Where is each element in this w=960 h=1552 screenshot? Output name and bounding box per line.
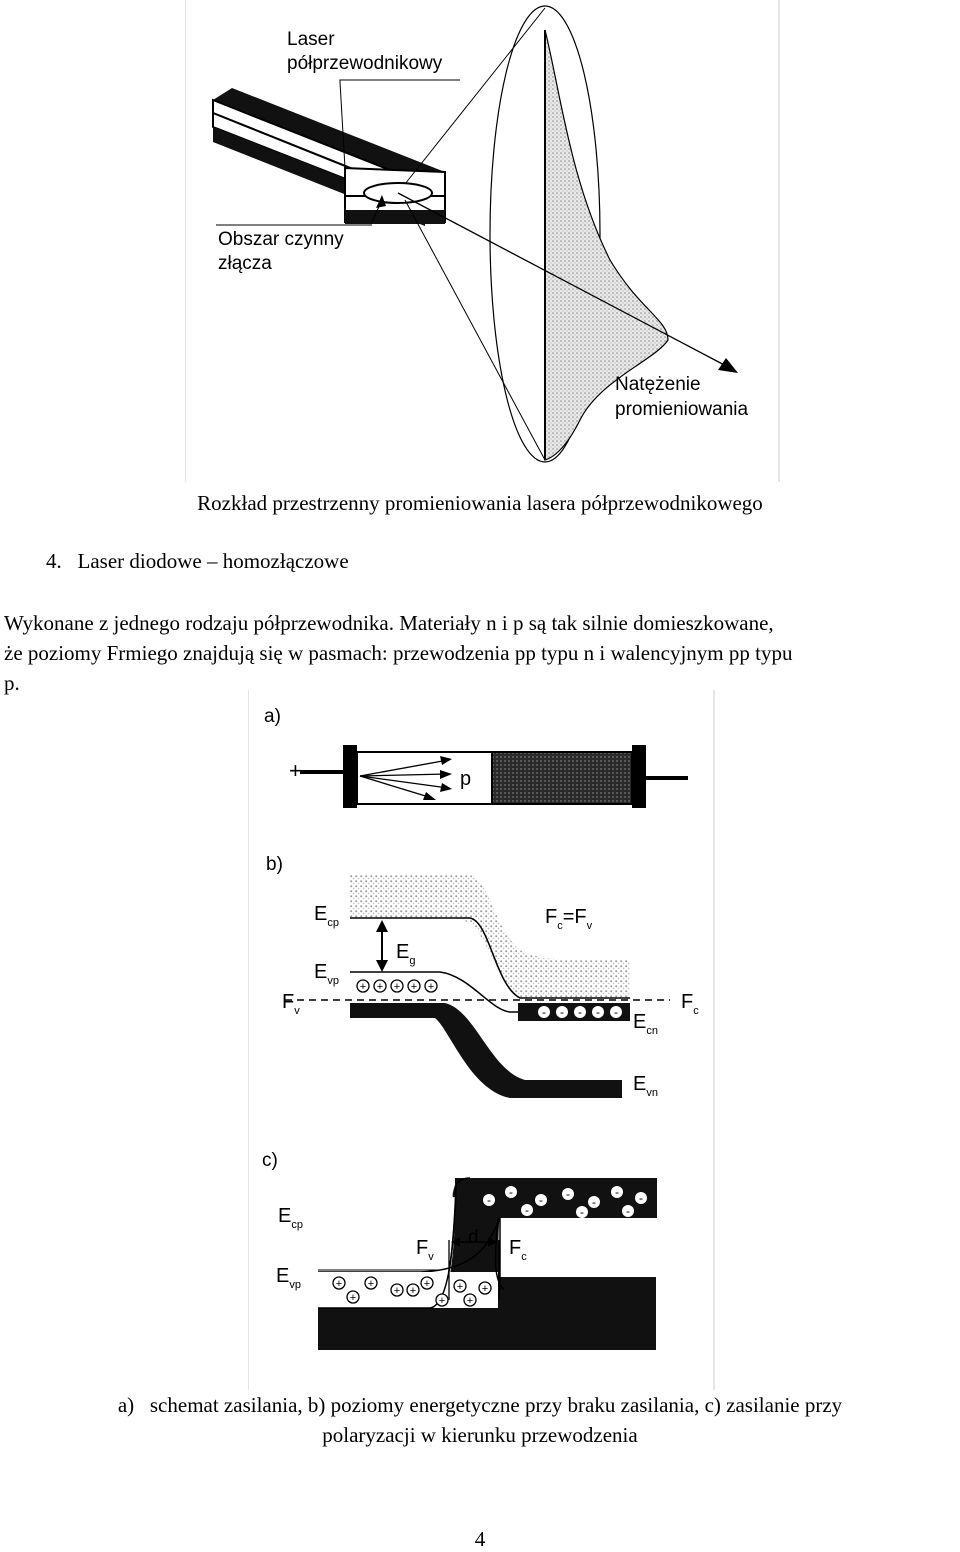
hole-symbol: + bbox=[394, 981, 400, 993]
electron-symbol: - bbox=[566, 1187, 570, 1201]
hole-symbol: + bbox=[482, 1283, 488, 1295]
hole-symbol: + bbox=[428, 981, 434, 993]
panel-a: a) + p bbox=[264, 706, 688, 808]
figure-caption-2: a) schemat zasilania, b) poziomy energet… bbox=[0, 1390, 960, 1450]
hole-symbol: + bbox=[467, 1295, 473, 1307]
hole-symbol: + bbox=[394, 1285, 400, 1297]
hole-symbol: + bbox=[411, 981, 417, 993]
c-holes: + + + + + + + + + + bbox=[332, 1276, 492, 1307]
beam-cone bbox=[397, 5, 738, 463]
hole-symbol: + bbox=[457, 1281, 463, 1293]
panel-b: b) + + + + + - - - bbox=[266, 854, 699, 1099]
page-number: 4 bbox=[474, 1527, 486, 1551]
F-c-label: Fc bbox=[681, 991, 699, 1017]
F-v-label: Fv bbox=[282, 991, 300, 1017]
electron-symbol: - bbox=[578, 1005, 582, 1019]
hole-symbol: + bbox=[410, 1285, 416, 1297]
electron-symbol: - bbox=[539, 1193, 543, 1207]
E-cp-label-c: Ecp bbox=[278, 1205, 303, 1231]
electron-symbol: - bbox=[596, 1005, 600, 1019]
Fc-equals-Fv-label: Fc=Fv bbox=[545, 906, 593, 932]
electron-symbol: - bbox=[560, 1005, 564, 1019]
b-electrons: - - - - - bbox=[538, 1005, 622, 1019]
intensity-label-line2: promieniowania bbox=[615, 399, 749, 420]
electron-symbol: - bbox=[542, 1005, 546, 1019]
electron-symbol: - bbox=[639, 1191, 643, 1205]
electron-symbol: - bbox=[509, 1185, 513, 1199]
caption2-line-2: polaryzacji w kierunku przewodzenia bbox=[322, 1423, 638, 1447]
hole-symbol: + bbox=[368, 1278, 374, 1290]
E-cp-label: Ecp bbox=[314, 903, 339, 929]
p-region-label: p bbox=[460, 768, 471, 790]
caption2-line-1: a) schemat zasilania, b) poziomy energet… bbox=[117, 1393, 843, 1417]
panel-b-label: b) bbox=[266, 854, 283, 875]
active-region-label-line1: Obszar czynny bbox=[218, 229, 344, 250]
panel-c: c) d + + + + + bbox=[262, 1150, 657, 1350]
paragraph-line-3: p. bbox=[4, 671, 20, 695]
plus-terminal: + bbox=[289, 758, 302, 783]
laser-label-line2: półprzewodnikowy bbox=[287, 53, 443, 74]
hole-symbol: + bbox=[377, 981, 383, 993]
laser-bar bbox=[212, 88, 446, 226]
E-vp-label-c: Evp bbox=[276, 1265, 301, 1291]
active-region-label-line2: złącza bbox=[218, 253, 272, 274]
laser-label-line1: Laser bbox=[287, 29, 335, 50]
electron-symbol: - bbox=[592, 1195, 596, 1209]
hole-symbol: + bbox=[424, 1278, 430, 1290]
E-cn-label: Ecn bbox=[633, 1011, 658, 1037]
section-heading: 4. Laser diodowe – homozłączowe bbox=[46, 549, 349, 573]
electron-symbol: - bbox=[626, 1204, 630, 1218]
c-electrons: - - - - - - - - - - bbox=[483, 1185, 647, 1219]
electron-symbol: - bbox=[487, 1193, 491, 1207]
hole-symbol: + bbox=[350, 1292, 356, 1304]
paragraph: Wykonane z jednego rodzaju półprzewodnik… bbox=[4, 608, 959, 698]
figure-caption-1: Rozkład przestrzenny promieniowania lase… bbox=[197, 491, 763, 515]
electron-symbol: - bbox=[614, 1005, 618, 1019]
electron-symbol: - bbox=[580, 1205, 584, 1219]
b-holes: + + + + + bbox=[356, 979, 438, 993]
paragraph-line-2: że poziomy Frmiego znajdują się w pasmac… bbox=[4, 641, 793, 665]
electron-symbol: - bbox=[615, 1185, 619, 1199]
panel-a-label: a) bbox=[264, 706, 281, 727]
electron-symbol: - bbox=[525, 1203, 529, 1217]
intensity-label-line1: Natężenie bbox=[615, 374, 701, 395]
laser-radiation-figure: Laser półprzewodnikowy Obszar czynny złą… bbox=[185, 0, 780, 482]
F-v-label-c: Fv bbox=[416, 1237, 434, 1263]
E-vp-label: Evp bbox=[314, 961, 339, 987]
E-vn-label: Evn bbox=[633, 1073, 658, 1099]
d-label: d bbox=[468, 1227, 479, 1248]
hole-symbol: + bbox=[336, 1278, 342, 1290]
hole-symbol: + bbox=[439, 1295, 445, 1307]
energy-band-figure: a) + p b) + bbox=[248, 690, 715, 1390]
panel-c-label: c) bbox=[262, 1150, 278, 1171]
F-c-label-c: Fc bbox=[509, 1237, 527, 1263]
E-g-label: Eg bbox=[396, 941, 415, 967]
hole-symbol: + bbox=[360, 981, 366, 993]
paragraph-line-1: Wykonane z jednego rodzaju półprzewodnik… bbox=[4, 611, 774, 635]
